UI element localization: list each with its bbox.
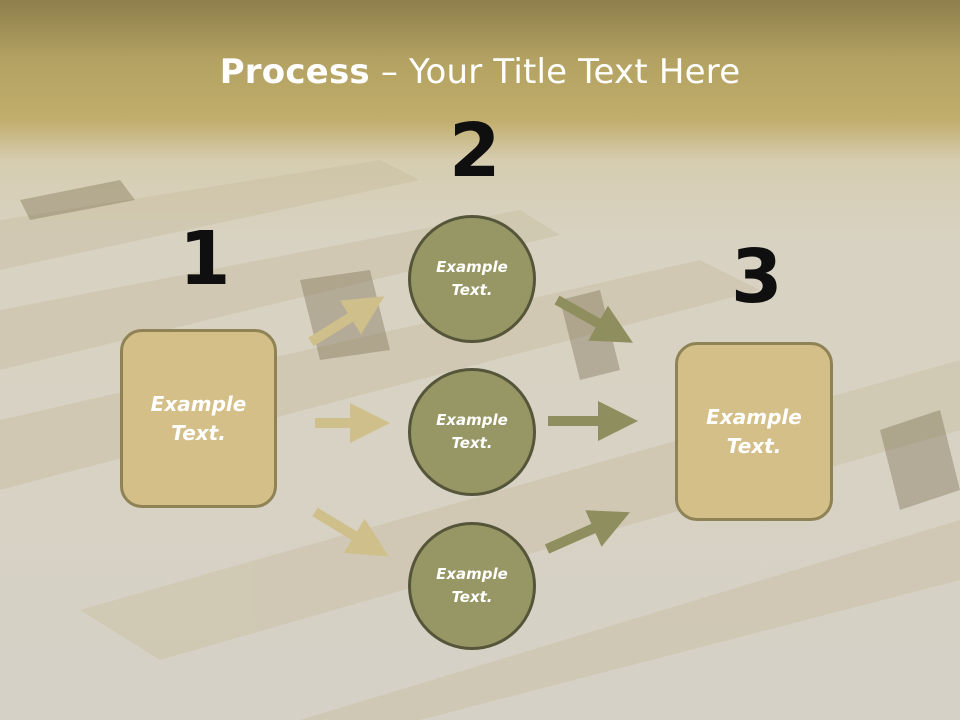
arrow-1-to-2-top (308, 296, 385, 347)
arrow-2-bottom-to-3 (544, 510, 630, 554)
title-bold: Process (219, 52, 370, 92)
step-2-label-bottom: Example Text. (436, 565, 508, 606)
step-3-box: Example Text. (675, 342, 833, 521)
slide-title: Process – Your Title Text Here (0, 52, 960, 92)
step-2-circle-top: Example Text. (408, 215, 536, 343)
step-2-label-top: Example Text. (436, 258, 508, 299)
step-2-circle-bottom: Example Text. (408, 522, 536, 650)
title-rest: – Your Title Text Here (369, 52, 741, 92)
step-number-1: 1 (179, 216, 231, 302)
step-2-circle-middle: Example Text. (408, 368, 536, 496)
step-2-label-middle: Example Text. (436, 411, 508, 452)
step-3-label: Example Text. (706, 404, 802, 458)
arrow-2-top-to-3 (554, 295, 633, 343)
step-number-3: 3 (731, 234, 783, 320)
step-1-label: Example Text. (150, 391, 247, 445)
arrow-1-to-2-bottom (312, 507, 389, 557)
step-number-2: 2 (449, 108, 501, 194)
step-1-box: Example Text. (120, 329, 277, 508)
